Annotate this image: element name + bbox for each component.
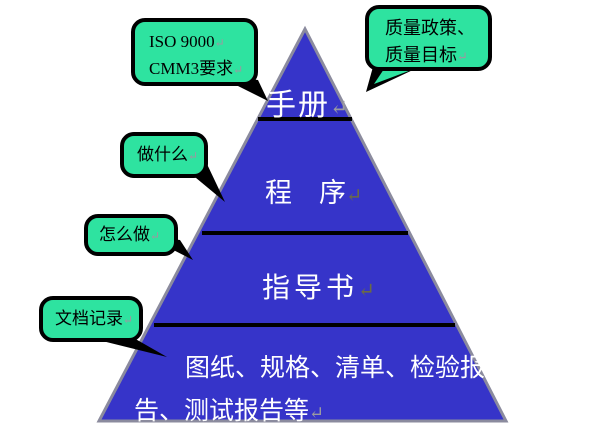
callout-how-to-do: 怎么做↵ (84, 214, 178, 256)
callout-line: CMM3要求↵ (149, 59, 244, 78)
pyramid-level-manual: 手册↵ (266, 89, 349, 122)
return-mark-icon: ↵ (233, 63, 244, 77)
return-mark-icon: ↵ (330, 96, 349, 120)
return-mark-icon: ↵ (457, 49, 468, 64)
callout-what-to-do: 做什么↵ (120, 132, 208, 178)
return-mark-icon: ↵ (346, 186, 363, 207)
divider-line-2 (202, 231, 408, 235)
pyramid-level-records-line2: 告、测试报告等↵ (134, 398, 325, 424)
pyramid-level-procedure: 程 序↵ (265, 178, 363, 208)
callout-line: ISO 9000↵ (149, 32, 225, 51)
return-mark-icon: ↵ (358, 280, 375, 302)
return-mark-icon: ↵ (309, 403, 325, 423)
return-mark-icon: ↵ (188, 149, 199, 163)
return-mark-icon: ↵ (150, 229, 161, 243)
pyramid-level-records-line1: 图纸、规格、清单、检验报 (185, 355, 486, 382)
callout-line: 质量政策、 (385, 18, 475, 38)
return-mark-icon: ↵ (214, 36, 225, 50)
callout-document-records: 文档记录↵ (39, 296, 143, 342)
pyramid-level-work-instruction: 指导书↵ (262, 273, 375, 304)
callout-quality-policy-goals: 质量政策、 质量目标↵ (365, 5, 492, 71)
divider-line-3 (154, 323, 455, 327)
return-mark-icon: ↵ (123, 313, 134, 327)
divider-line-1 (258, 117, 352, 121)
callout-line: 质量目标↵ (385, 45, 468, 65)
callout-iso-cmm-requirements: ISO 9000↵ CMM3要求↵ (131, 18, 258, 86)
